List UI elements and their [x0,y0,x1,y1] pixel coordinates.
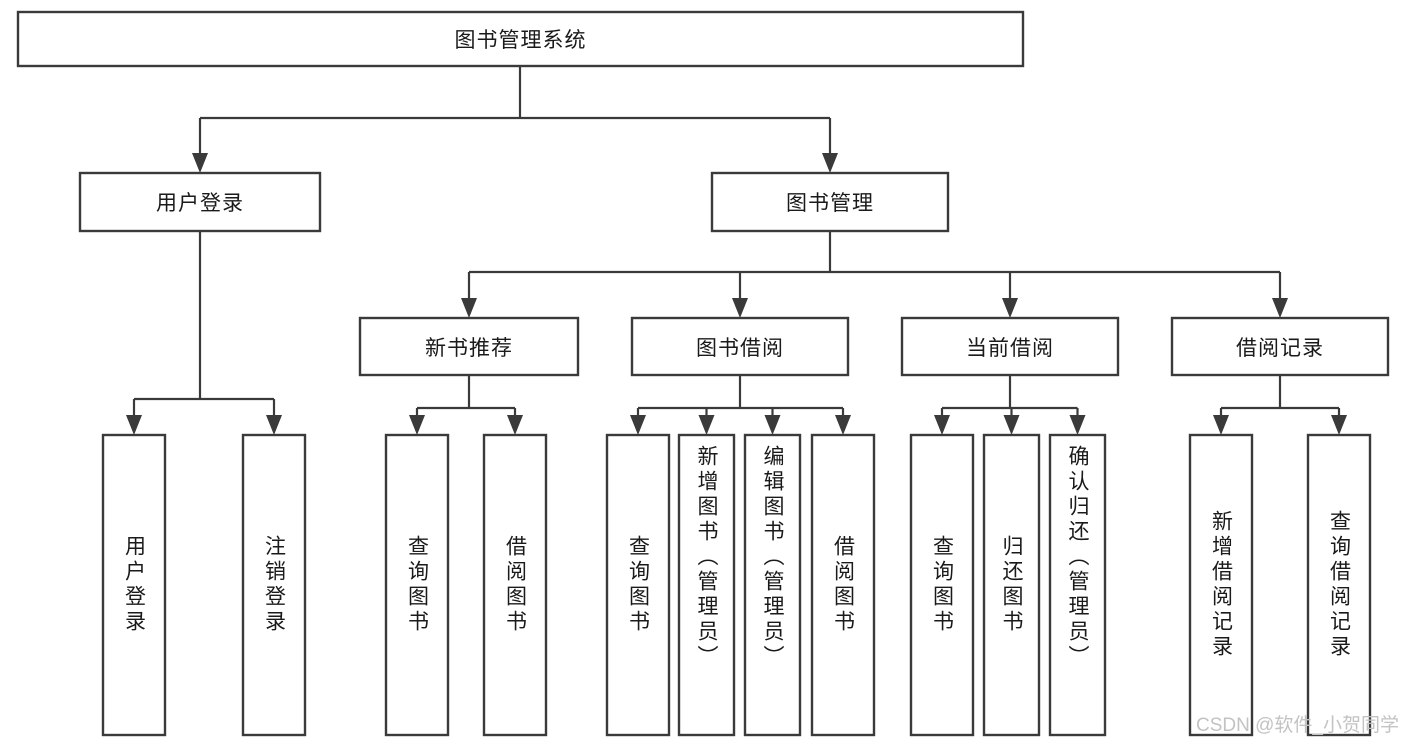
edge-current-borrow-to-leaf-query-book-3-arrowhead [934,415,950,435]
node-leaf-query-book-3[interactable] [909,433,975,737]
edge-borrow-record-to-leaf-query-borrow-record-arrowhead [1331,415,1347,435]
edge-book-manage-to-new-book-recommend-arrowhead [461,298,477,318]
node-leaf-add-borrow-record[interactable] [1188,433,1254,737]
node-new-book-recommend[interactable] [358,316,580,377]
edge-user-login-to-leaf-user-login-arrowhead [126,415,142,435]
node-book-manage[interactable] [710,171,950,233]
watermark: CSDN @软件_小贺同学 [1196,714,1399,736]
edge-root-to-book-manage-arrowhead [822,153,838,173]
node-leaf-logout-login[interactable] [241,433,307,737]
edge-current-borrow-to-leaf-confirm-return-arrowhead [1069,415,1086,435]
node-leaf-edit-book[interactable] [743,433,802,737]
edge-book-manage-to-borrow-record-arrowhead [1272,298,1288,318]
node-borrow-record[interactable] [1170,316,1390,377]
edge-book-borrow-to-leaf-add-book-arrowhead [698,415,715,435]
edge-root-to-user-login-arrowhead [192,153,208,173]
node-root[interactable] [16,10,1025,68]
edge-book-borrow-to-leaf-edit-book-arrowhead [764,415,781,435]
node-book-borrow[interactable] [630,316,850,377]
edge-borrow-record-to-leaf-add-borrow-record-arrowhead [1213,415,1229,435]
node-leaf-query-borrow-record[interactable] [1306,433,1372,737]
edge-book-borrow-to-leaf-query-book-2-arrowhead [630,415,646,435]
node-leaf-user-login[interactable] [101,433,167,737]
edge-book-manage-to-current-borrow-arrowhead [1002,298,1018,318]
node-leaf-return-book[interactable] [982,433,1041,737]
node-leaf-borrow-book-1[interactable] [482,433,548,737]
node-user-login[interactable] [78,171,322,233]
edge-new-book-recommend-to-leaf-query-book-1-arrowhead [409,415,425,435]
node-current-borrow[interactable] [900,316,1120,377]
edge-new-book-recommend-to-leaf-borrow-book-1-arrowhead [507,415,523,435]
node-leaf-query-book-2[interactable] [605,433,671,737]
edge-book-manage-to-book-borrow-arrowhead [732,298,748,318]
node-leaf-confirm-return[interactable] [1048,433,1107,737]
node-leaf-query-book-1[interactable] [384,433,450,737]
edge-user-login-to-leaf-logout-login-arrowhead [266,415,282,435]
node-leaf-borrow-book-2[interactable] [810,433,876,737]
node-leaf-add-book[interactable] [677,433,736,737]
edge-current-borrow-to-leaf-return-book-arrowhead [1003,415,1020,435]
edge-book-borrow-to-leaf-borrow-book-2-arrowhead [835,415,851,435]
